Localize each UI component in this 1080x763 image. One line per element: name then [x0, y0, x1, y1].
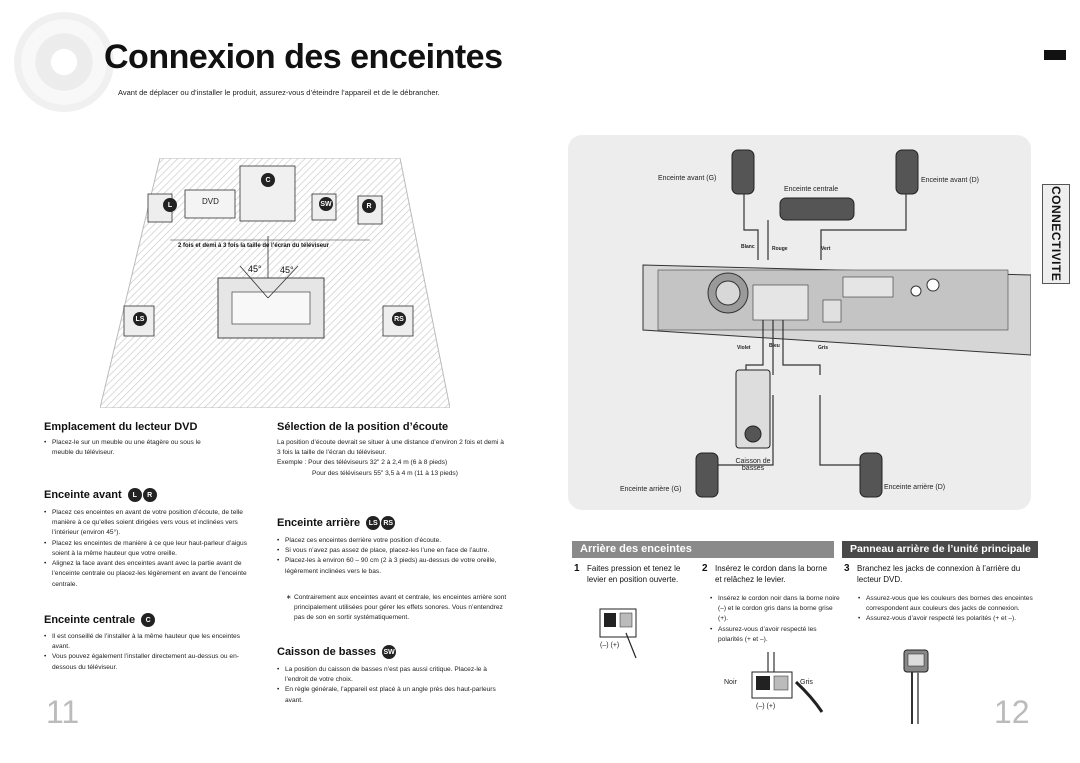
list-item: Assurez-vous d’avoir respecté les polari…	[858, 614, 1038, 624]
page-title: Connexion des enceintes	[104, 38, 503, 76]
page-number-right: 12	[994, 694, 1030, 730]
list-item: Placez ces enceintes derrière votre posi…	[277, 536, 509, 546]
list-item: Placez-le sur un meuble ou une étagère o…	[44, 438, 224, 458]
list-item: La position du caisson de basses n’est p…	[277, 665, 507, 685]
rear-speaker-banner: Arrière des enceintes	[572, 541, 834, 558]
subwoofer-heading: Caisson de basses SW	[277, 645, 397, 659]
list-item: Placez-les à environ 60 – 90 cm (2 à 3 p…	[277, 556, 509, 576]
main-unit-banner: Panneau arrière de l’unité principale	[842, 541, 1038, 558]
rear-left-badge: LS	[133, 312, 147, 326]
step-2-list: Insérez le cordon noir dans la borne noi…	[710, 594, 840, 645]
rear-left-badge-small: LS	[366, 516, 381, 530]
dvd-placement-heading: Emplacement du lecteur DVD	[44, 421, 198, 433]
note-item: Contrairement aux enceintes avant et cen…	[286, 593, 512, 624]
wire-green-label: Vert	[821, 246, 831, 252]
listening-position-text: La position d’écoute devrait se situer à…	[277, 438, 507, 479]
terminal-insert-illustration	[751, 652, 824, 713]
list-item: Alignez la face avant des enceintes avan…	[44, 559, 259, 590]
list-item: En règle générale, l’appareil est placé …	[277, 685, 507, 705]
wire-violet-label: Violet	[737, 345, 751, 351]
disc-graphic	[14, 12, 114, 112]
wire-red-label: Rouge	[772, 246, 788, 252]
front-speaker-list: Placez ces enceintes en avant de votre p…	[44, 508, 259, 590]
front-speaker-heading-text: Enceinte avant	[44, 488, 122, 501]
rear-left-label: Enceinte arrière (G)	[620, 486, 682, 493]
angle-left-label: 45°	[248, 264, 262, 274]
list-item: Vous pouvez également l’installer direct…	[44, 652, 244, 672]
wiring-diagram	[642, 149, 1031, 498]
wire-grey-label: Gris	[818, 345, 829, 351]
subwoofer-label-line1: Caisson de	[735, 458, 771, 465]
section-marker	[1044, 50, 1066, 60]
center-speaker-heading-text: Enceinte centrale	[44, 613, 136, 626]
subwoofer-badge-small: SW	[382, 645, 397, 659]
distance-note: 2 fois et demi à 3 fois la taille de l’é…	[178, 243, 330, 249]
rear-right-badge: RS	[392, 312, 406, 326]
front-left-label: Enceinte avant (G)	[658, 175, 717, 182]
subwoofer-label-line2: basses	[741, 465, 765, 472]
wire-white-label: Blanc	[741, 244, 755, 250]
dvd-label: DVD	[202, 197, 219, 206]
room-placement-diagram	[100, 158, 450, 408]
rear-speaker-note: Contrairement aux enceintes avant et cen…	[286, 593, 512, 624]
step-3-list: Assurez-vous que les couleurs des bornes…	[858, 594, 1038, 625]
left-badge-small: L	[127, 488, 142, 502]
list-item: Il est conseillé de l’installer à la mêm…	[44, 632, 244, 652]
rear-right-label: Enceinte arrière (D)	[884, 484, 946, 491]
connector-jack-illustration	[903, 649, 929, 724]
subwoofer-label: Caisson de basses	[732, 458, 774, 472]
step-3-text: Branchez les jacks de connexion à l’arri…	[857, 564, 1021, 584]
noir-label: Noir	[724, 679, 737, 686]
list-item: Si vous n’avez pas assez de place, place…	[277, 546, 509, 556]
subwoofer-badge: SW	[319, 197, 333, 211]
angle-right-label: 45°	[280, 265, 294, 275]
subwoofer-heading-text: Caisson de basses	[277, 645, 377, 658]
center-speaker-list: Il est conseillé de l’installer à la mêm…	[44, 632, 244, 673]
terminal-lever-illustration	[599, 608, 637, 659]
list-item: Placez ces enceintes en avant de votre p…	[44, 508, 259, 539]
example-55: Pour des téléviseurs 55" 3,5 à 4 m (11 à…	[312, 469, 458, 477]
rear-speaker-heading-text: Enceinte arrière	[277, 516, 361, 529]
list-item: Assurez-vous que les couleurs des bornes…	[858, 594, 1038, 614]
step-2-number: 2	[702, 563, 708, 574]
step-3-number: 3	[844, 563, 850, 574]
left-badge: L	[163, 198, 177, 212]
right-badge: R	[362, 199, 376, 213]
rear-speaker-list: Placez ces enceintes derrière votre posi…	[277, 536, 509, 577]
listening-position-heading: Sélection de la position d’écoute	[277, 421, 449, 433]
subwoofer-list: La position du caisson de basses n’est p…	[277, 665, 507, 706]
page-subtitle: Avant de déplacer ou d’installer le prod…	[118, 88, 440, 97]
gris-label: Gris	[800, 679, 813, 686]
step-1-number: 1	[574, 563, 580, 574]
list-item: Assurez-vous d’avoir respecté les polari…	[710, 625, 840, 645]
wire-blue-label: Bleu	[769, 343, 780, 349]
center-speaker-heading: Enceinte centrale C	[44, 613, 156, 627]
polarity-label-1: (–) (+)	[600, 642, 620, 649]
page-number-left: 11	[46, 694, 80, 730]
rear-right-badge-small: RS	[381, 516, 396, 530]
listening-position-body: La position d’écoute devrait se situer à…	[277, 439, 504, 457]
front-right-label: Enceinte avant (D)	[921, 177, 979, 184]
dvd-placement-list: Placez-le sur un meuble ou une étagère o…	[44, 438, 224, 458]
list-item: Placez les enceintes de manière à ce que…	[44, 539, 259, 559]
center-badge-small: C	[141, 613, 156, 627]
side-tab: CONNECTIVITE	[1042, 184, 1070, 284]
right-badge-small: R	[142, 488, 157, 502]
example-32: Exemple : Pour des téléviseurs 32" 2 à 2…	[277, 459, 448, 467]
step-1-text: Faites pression et tenez le levier en po…	[587, 564, 681, 584]
polarity-label-2: (–) (+)	[756, 703, 776, 710]
center-label: Enceinte centrale	[784, 186, 839, 193]
step-2-text: Insérez le cordon dans la borne et relâc…	[715, 564, 828, 584]
center-badge: C	[261, 173, 275, 187]
list-item: Insérez le cordon noir dans la borne noi…	[710, 594, 840, 625]
